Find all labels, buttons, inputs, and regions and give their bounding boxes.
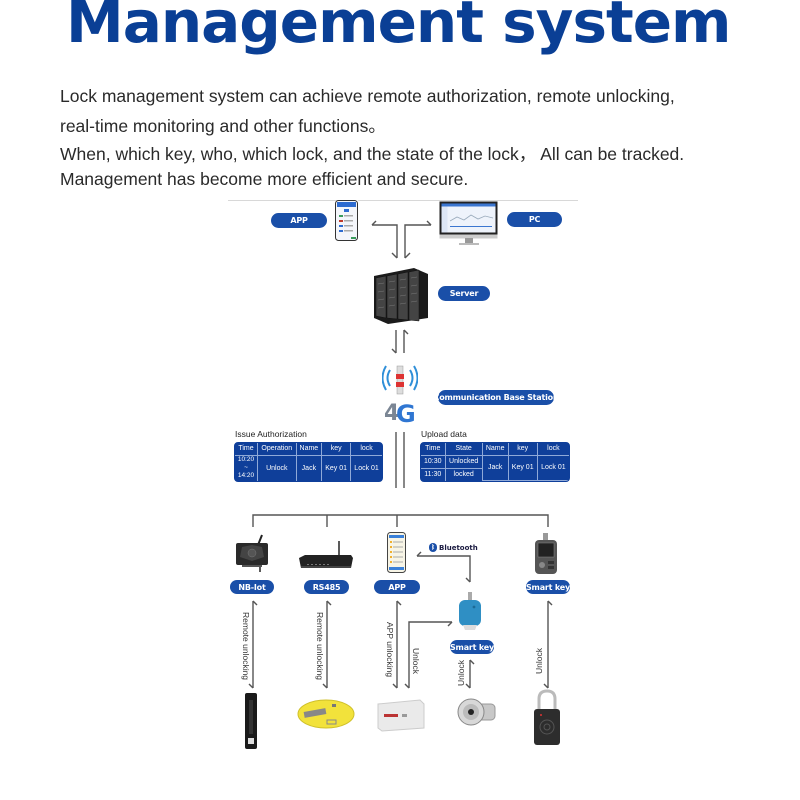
- description-line-2: real-time monitoring and other functions…: [60, 116, 386, 136]
- connector-app-server: [372, 224, 398, 258]
- upload-cell-lock: Lock 01: [536, 454, 569, 481]
- page-title: Management system: [66, 0, 731, 56]
- link-label-app: APP unlocking: [385, 622, 395, 678]
- cylinder-lock-icon: [457, 698, 496, 726]
- base-station-label: Communication Base Station: [434, 390, 559, 405]
- upload-header-name: Name: [481, 443, 509, 456]
- svg-text:G: G: [396, 400, 416, 428]
- divider: [358, 200, 578, 201]
- rs485-label: RS485: [304, 580, 349, 594]
- smart-key-label-center: Smart key: [450, 640, 494, 654]
- pc-label: PC: [507, 212, 562, 227]
- issue-header-lock: lock: [350, 443, 382, 456]
- connector-bluetooth: [417, 555, 471, 582]
- nb-iot-label: NB-Iot: [230, 580, 274, 594]
- issue-header-time: Time: [235, 443, 258, 456]
- device-bus: [252, 514, 549, 527]
- divider: [228, 200, 348, 201]
- nb-iot-gateway-icon: [236, 534, 268, 572]
- upload-data-table: Time State Name key lock 10:30 Unlocked …: [420, 442, 570, 482]
- issue-cell-name: Jack: [295, 454, 323, 481]
- issue-header-operation: Operation: [256, 443, 297, 456]
- upload-cell-time: 10:30: [421, 454, 446, 469]
- link-label-smart-key: Unlock: [534, 648, 544, 674]
- app-label-bottom: APP: [374, 580, 420, 594]
- server-rack-icon: [374, 268, 428, 324]
- upload-header-time: Time: [421, 443, 446, 456]
- upload-row: 10:30 Unlocked Jack Key 01 Lock 01: [421, 454, 569, 481]
- link-label-app-to-key: Unlock: [411, 648, 421, 674]
- issue-table-caption: Issue Authorization: [235, 429, 307, 439]
- round-lock-icon: [297, 699, 355, 729]
- link-label-rs485: Remote unlocking: [315, 612, 325, 681]
- 4g-tower-icon: 4 G: [382, 365, 418, 428]
- upload-cell-time: 11:30: [421, 467, 446, 481]
- issue-header-key: key: [321, 443, 352, 456]
- upload-header-lock: lock: [536, 443, 569, 456]
- link-label-key-to-lock: Unlock: [456, 660, 466, 686]
- link-label-nbiot: Remote unlocking: [241, 612, 251, 681]
- bluetooth-label: ᛒ Bluetooth: [429, 543, 478, 552]
- padlock-icon: [534, 689, 560, 745]
- description-line-3: When, which key, who, which lock, and th…: [60, 144, 685, 164]
- box-lock-icon: [377, 699, 425, 732]
- description-line-4: Management has become more efficient and…: [60, 169, 469, 189]
- upload-cell-state: locked: [444, 467, 483, 481]
- upload-table-caption: Upload data: [421, 429, 467, 439]
- cabinet-lock-icon: [245, 693, 257, 749]
- monitor-icon: [439, 201, 498, 245]
- description-line-1: Lock management system can achieve remot…: [60, 86, 675, 106]
- app-label-top: APP: [271, 213, 327, 228]
- connector-pc-server: [404, 224, 431, 258]
- svg-text:4: 4: [384, 401, 399, 426]
- issue-cell-operation: Unlock: [256, 454, 297, 481]
- server-label: Server: [438, 286, 490, 301]
- smart-key-label-right: Smart key: [526, 580, 570, 594]
- issue-authorization-table: Time Operation Name key lock 10:20 ~ 14:…: [234, 442, 383, 482]
- smartphone-icon: [387, 532, 406, 573]
- upload-header-key: key: [507, 443, 538, 456]
- upload-cell-state: Unlocked: [444, 454, 483, 469]
- bluetooth-icon: ᛒ: [429, 543, 437, 552]
- blue-key-icon: [459, 592, 481, 630]
- issue-cell-lock: Lock 01: [350, 454, 382, 481]
- issue-cell-time: 10:20 ~ 14:20: [235, 454, 258, 481]
- router-icon: [299, 541, 353, 568]
- upload-cell-key: Key 01: [507, 454, 538, 481]
- upload-header-state: State: [444, 443, 483, 456]
- handheld-key-icon: [535, 533, 557, 574]
- upload-row: 11:30 locked: [421, 467, 569, 481]
- issue-header-name: Name: [295, 443, 323, 456]
- smartphone-icon: [335, 200, 358, 241]
- upload-cell-name: Jack: [481, 454, 509, 481]
- issue-cell-key: Key 01: [321, 454, 352, 481]
